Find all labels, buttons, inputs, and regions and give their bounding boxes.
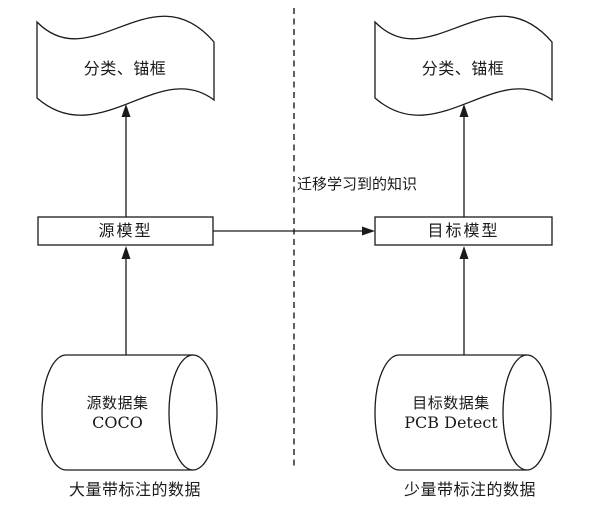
source-output-wave-shape <box>36 15 215 116</box>
source-output-label: 分类、锚框 <box>83 59 167 78</box>
target-model-to-output-arrow <box>459 104 469 217</box>
source-model-label: 源模型 <box>98 221 153 240</box>
target-dataset-label: 目标数据集 PCB Detect <box>375 393 527 433</box>
target-data-caption: 少量带标注的数据 <box>403 480 536 499</box>
target-dataset-name: 目标数据集 <box>412 394 490 412</box>
target-output-wave-shape <box>374 15 553 116</box>
target-output-label: 分类、锚框 <box>421 59 505 78</box>
target-dataset-cylinder <box>374 354 552 471</box>
target-dataset-to-model-arrow <box>459 246 469 355</box>
transfer-knowledge-label: 迁移学习到的知识 <box>297 175 418 193</box>
target-model-label: 目标模型 <box>427 221 500 240</box>
target-dataset-cylinder-cap <box>502 354 552 471</box>
source-dataset-cylinder-body <box>41 354 193 471</box>
source-dataset-cylinder <box>41 354 218 471</box>
target-dataset-cylinder-body <box>374 354 527 471</box>
source-model-box <box>37 216 214 246</box>
source-dataset-to-model-arrow <box>121 246 131 355</box>
target-model-box <box>374 216 553 246</box>
source-dataset-detail: COCO <box>92 413 143 432</box>
source-data-caption: 大量带标注的数据 <box>68 480 201 499</box>
transfer-knowledge-arrow <box>213 226 375 236</box>
source-dataset-label: 源数据集 COCO <box>42 393 193 433</box>
target-dataset-detail: PCB Detect <box>404 413 498 432</box>
source-model-to-output-arrow <box>121 104 131 217</box>
source-dataset-name: 源数据集 <box>86 394 149 412</box>
source-dataset-cylinder-cap <box>168 354 218 471</box>
